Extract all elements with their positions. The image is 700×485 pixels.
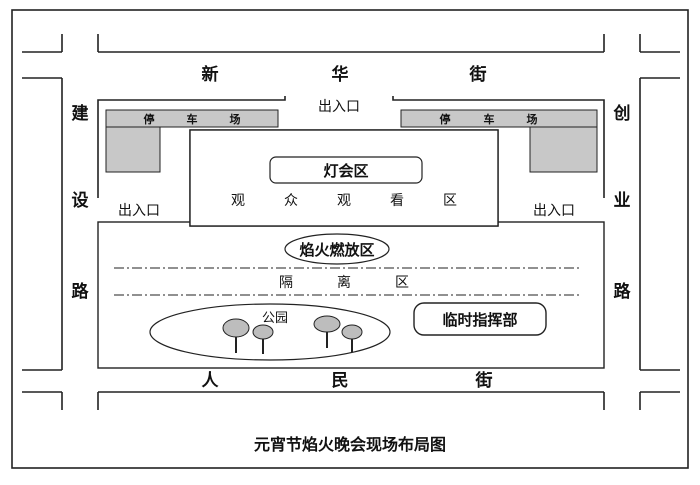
fireworks-area-ellipse — [284, 233, 390, 265]
west-road-char: 路 — [72, 281, 90, 302]
south-street-char: 民 — [332, 371, 349, 391]
west-road-char: 设 — [72, 191, 89, 211]
fireworks-area-label: 焰火燃放区 — [299, 241, 374, 259]
left-parking-label-char: 停 — [144, 112, 155, 126]
viewing-area-char: 观 — [231, 193, 245, 209]
south-street-char: 人 — [202, 371, 220, 391]
tree-icon — [341, 324, 363, 352]
right-parking-lot — [529, 126, 598, 173]
left-parking-strip — [105, 109, 279, 128]
east-road-char: 创 — [613, 103, 631, 124]
left-parking-label-char: 场 — [230, 112, 241, 126]
south-street-char: 街 — [475, 370, 493, 391]
right-parking-label-char: 车 — [484, 112, 495, 126]
west-entrance-label: 出入口 — [118, 203, 160, 219]
outer-frame — [11, 9, 689, 469]
command-post-label: 临时指挥部 — [442, 311, 517, 329]
right-parking-label-char: 场 — [527, 112, 538, 126]
lantern-area-box-overlay — [269, 156, 423, 184]
viewing-area-char: 看 — [390, 193, 404, 209]
isolation-area-char: 隔 — [279, 275, 293, 291]
upper-block-edge — [97, 96, 286, 198]
lantern-area-title: 灯会区 — [323, 162, 368, 180]
tree-icon — [252, 324, 274, 354]
isolation-area-char: 离 — [337, 274, 351, 291]
right-parking-strip — [400, 109, 598, 128]
north-entrance-label: 出入口 — [318, 99, 360, 115]
park-label: 公园 — [262, 311, 288, 326]
viewing-area-char: 众 — [284, 193, 298, 209]
east-road-char: 业 — [614, 191, 631, 211]
east-entrance-label: 出入口 — [533, 203, 575, 219]
left-parking-label-char: 车 — [187, 112, 198, 126]
upper-block-edge — [392, 96, 605, 198]
viewing-area-char: 观 — [337, 193, 351, 209]
right-parking-label-char: 停 — [440, 112, 451, 126]
viewing-area-char: 区 — [443, 193, 457, 209]
west-road-char: 建 — [72, 103, 89, 124]
north-street-char: 华 — [332, 64, 349, 85]
diagram-title: 元宵节焰火晚会现场布局图 — [254, 435, 446, 454]
command-post-box — [413, 302, 547, 336]
left-parking-lot — [105, 126, 161, 173]
north-street-char: 街 — [469, 64, 487, 85]
tree-icon — [222, 318, 250, 353]
north-street-char: 新 — [202, 64, 219, 85]
east-road-char: 路 — [614, 281, 632, 302]
isolation-area-char: 区 — [395, 275, 409, 291]
tree-icon — [313, 315, 341, 348]
